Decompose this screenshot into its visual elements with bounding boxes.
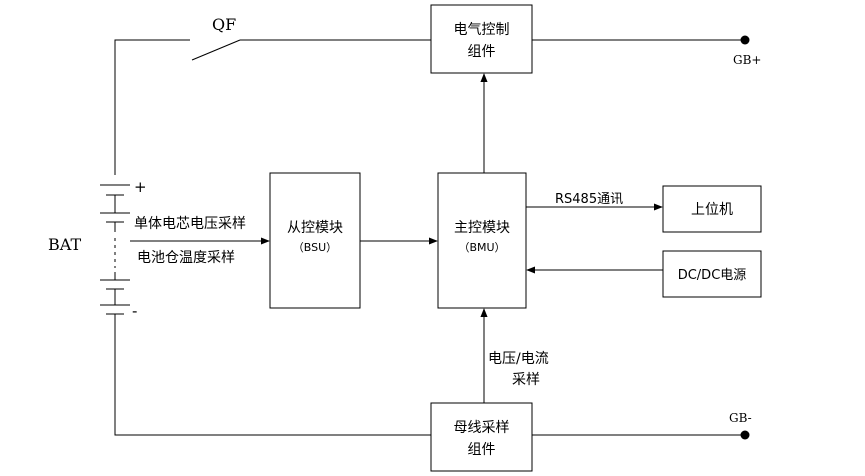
gb-plus-terminal bbox=[740, 35, 750, 45]
bsu-box bbox=[269, 172, 361, 309]
bsu-title: 从控模块 bbox=[287, 220, 343, 236]
electrical-control-box bbox=[430, 4, 533, 74]
battery-minus-sign: - bbox=[132, 302, 137, 320]
bmu-subtitle: （BMU） bbox=[458, 241, 505, 254]
gb-minus-terminal bbox=[740, 430, 750, 440]
battery-stack bbox=[100, 184, 130, 318]
bmu-title: 主控模块 bbox=[454, 220, 510, 236]
vi-sampling-line2: 采样 bbox=[512, 372, 540, 388]
bus-sampling-line2: 组件 bbox=[468, 442, 496, 458]
positive-bus-wire bbox=[114, 35, 750, 175]
host-box bbox=[662, 185, 762, 233]
vi-sampling-line1: 电压/电流 bbox=[488, 351, 549, 367]
cell-voltage-label: 单体电芯电压采样 bbox=[134, 216, 246, 232]
qf-switch-label: QF bbox=[212, 15, 236, 34]
gb-minus-label: GB- bbox=[729, 411, 752, 425]
dcdc-box bbox=[662, 250, 762, 298]
gb-plus-label: GB+ bbox=[733, 53, 761, 67]
electrical-control-line2: 组件 bbox=[468, 44, 496, 60]
bsu-subtitle: （BSU） bbox=[293, 241, 337, 254]
bus-sampling-box bbox=[430, 402, 533, 472]
electrical-control-line1: 电气控制 bbox=[454, 22, 510, 38]
dcdc-label: DC/DC电源 bbox=[678, 268, 747, 283]
bat-label: BAT bbox=[48, 235, 81, 254]
negative-bus-wire bbox=[114, 318, 750, 440]
cell-temp-label: 电池仓温度采样 bbox=[137, 250, 235, 266]
rs485-label: RS485通讯 bbox=[555, 192, 623, 207]
host-label: 上位机 bbox=[691, 202, 733, 218]
bmu-box bbox=[437, 172, 527, 309]
battery-plus-sign: + bbox=[134, 178, 147, 196]
bus-sampling-line1: 母线采样 bbox=[454, 420, 510, 436]
